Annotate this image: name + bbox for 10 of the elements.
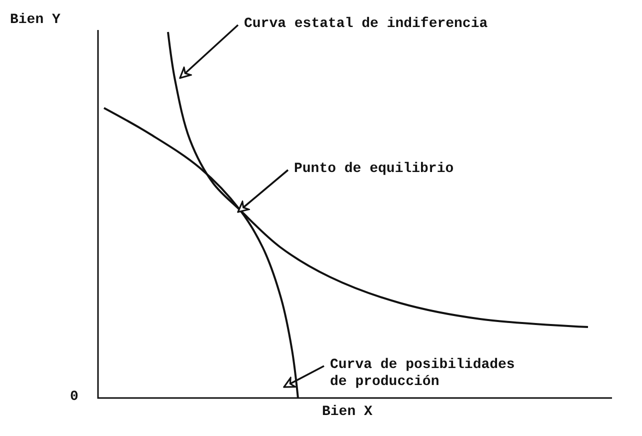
axis-label: 0 xyxy=(70,389,78,406)
callout-label: Curva de posibilidades de producción xyxy=(330,357,530,391)
axis-label: Bien X xyxy=(322,404,372,421)
leader-arrow xyxy=(283,365,324,388)
leader-arrow xyxy=(179,24,239,79)
callout-label: Punto de equilibrio xyxy=(294,161,474,178)
axis-label: Bien Y xyxy=(10,12,60,29)
leader-arrow xyxy=(237,169,289,213)
callout-label: Curva estatal de indiferencia xyxy=(244,16,514,33)
indifference-curve xyxy=(167,32,588,328)
